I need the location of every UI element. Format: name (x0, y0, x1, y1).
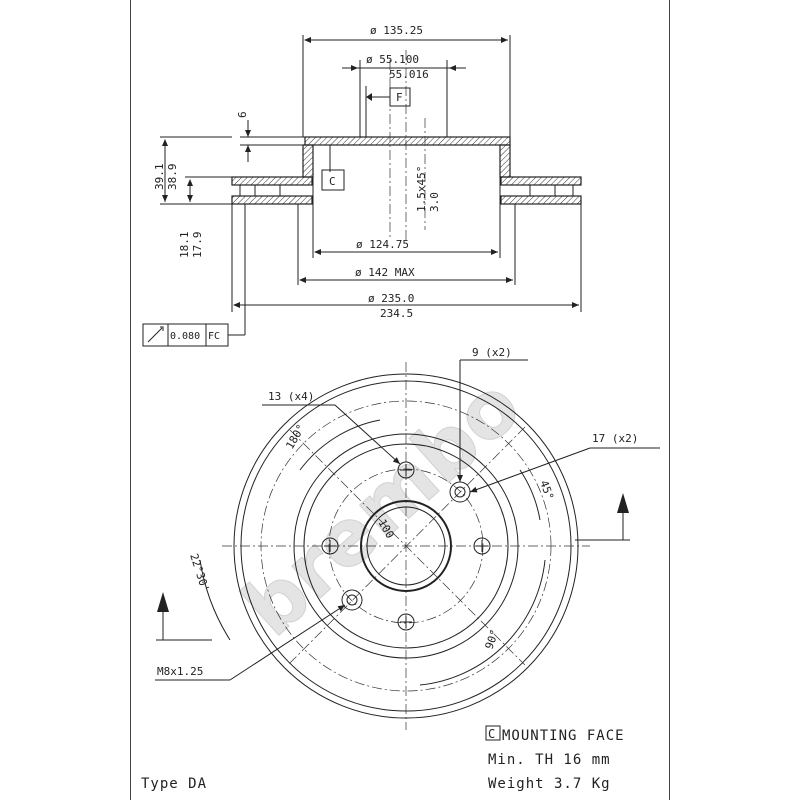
dim-bore-min: 55.016 (389, 68, 429, 81)
dim-hat-depth: 6 (236, 111, 249, 118)
dim-124: ø 124.75 (356, 238, 409, 251)
label-angle-22: 22°30' (187, 552, 212, 594)
notes-block: C MOUNTING FACE Min. TH 16 mm Weight 3.7… (141, 725, 625, 792)
dim-chamfer-2: 3.0 (428, 192, 441, 212)
datum-c-label: C (329, 175, 336, 188)
hat-wall-left (302, 144, 314, 178)
dim-thick-min: 38.9 (166, 164, 179, 191)
dim-bore-max: ø 55.100 (366, 53, 419, 66)
dim-thick-max: 39.1 (153, 164, 166, 191)
ring-right-inner (500, 195, 582, 205)
datum-c-box (321, 169, 345, 191)
hole-9-b (341, 589, 363, 611)
label-angle-180: 180° (283, 422, 308, 451)
dim-235: ø 235.0 (368, 292, 414, 305)
label-holes-9: 9 (x2) (472, 346, 512, 359)
note-type: Type DA (141, 776, 207, 792)
datum-f-label: F (396, 91, 403, 104)
label-holes-17: 17 (x2) (592, 432, 638, 445)
datum-f-box (389, 87, 411, 107)
runout-value: 0.080 (170, 331, 200, 342)
front-view: 13 (x4) 9 (x2) 17 (x2) 100 180° 45° 22°3… (155, 346, 660, 730)
note-min-thickness: Min. TH 16 mm (488, 752, 611, 768)
dim-135: ø 135.25 (370, 24, 423, 37)
hat-top-section (304, 136, 511, 146)
bolt-holes (321, 461, 491, 631)
ring-left-inner (231, 195, 313, 205)
ring-right-outer (500, 176, 582, 186)
note-c-box (485, 725, 501, 741)
dim-234: 234.5 (380, 307, 413, 320)
label-angle-90: 90° (483, 628, 502, 651)
drawing-sheet (130, 0, 670, 800)
ring-left-outer (231, 176, 313, 186)
note-c-label: C (488, 727, 496, 741)
section-view: ø 135.25 ø 55.100 55.016 F C 6 (142, 24, 582, 347)
hat-wall-right (499, 144, 511, 178)
dim-vent-max: 18.1 (178, 232, 191, 259)
note-mounting-face: MOUNTING FACE (502, 728, 625, 744)
dim-chamfer: 1.5x45° (415, 166, 428, 212)
dim-142: ø 142 MAX (355, 266, 415, 279)
runout-datum: FC (208, 331, 220, 342)
note-weight: Weight 3.7 Kg (488, 776, 611, 792)
dim-vent-min: 17.9 (191, 232, 204, 259)
label-angle-45: 45° (537, 479, 556, 502)
label-thread: M8x1.25 (157, 665, 203, 678)
label-holes-13: 13 (x4) (268, 390, 314, 403)
runout-frame (142, 323, 229, 347)
